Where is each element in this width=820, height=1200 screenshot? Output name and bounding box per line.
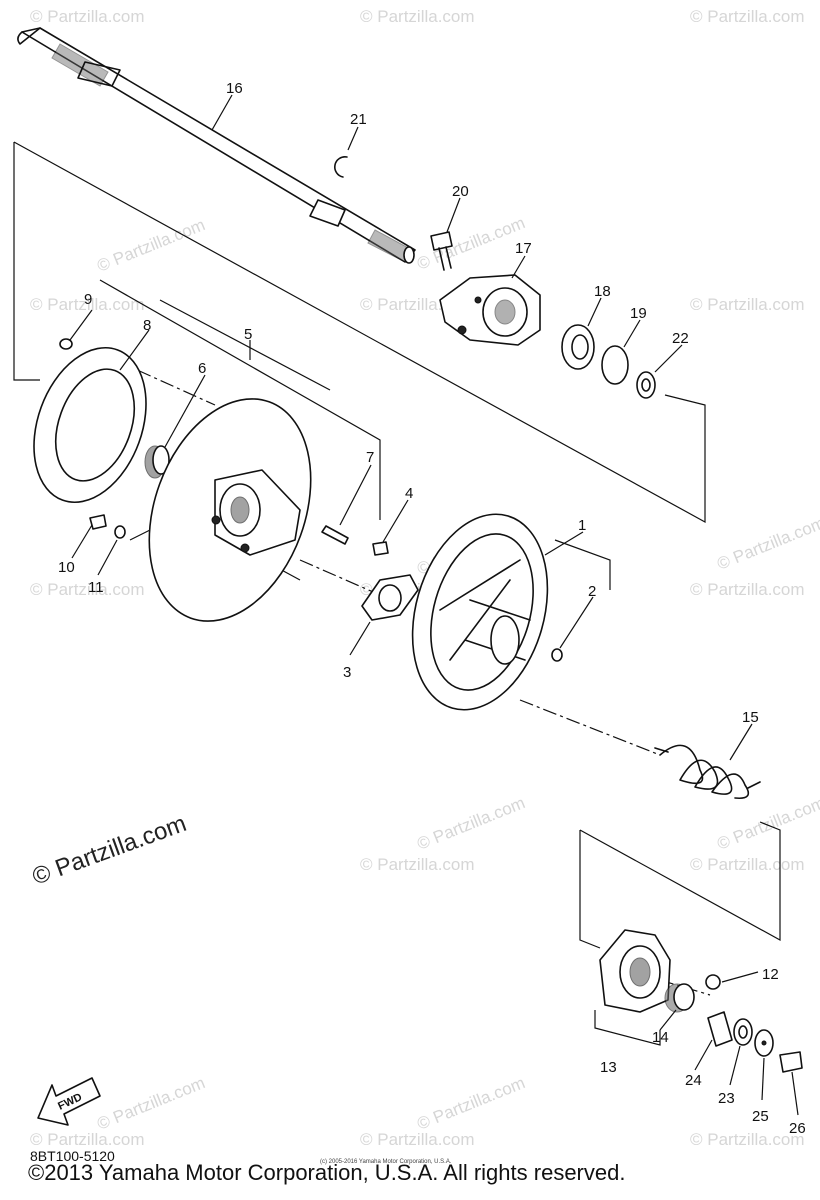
washer [754,1029,774,1057]
callout-3: 3 [343,664,351,681]
bolt [372,541,389,556]
bolt [779,1051,803,1073]
callout-1: 1 [578,517,586,534]
pin [321,525,349,545]
callout-22: 22 [672,330,689,347]
circlip [334,156,348,178]
callout-6: 6 [198,360,206,377]
bolt [430,231,453,271]
leader-lines [69,94,799,1116]
watermark-large: © Partzilla.com [29,810,190,891]
watermark: © Partzilla.com [94,215,207,276]
bearing [561,324,595,370]
bearing-housing [439,274,541,346]
watermark: © Partzilla.com [360,7,475,26]
callout-7: 7 [366,449,374,466]
callout-9: 9 [84,291,92,308]
callout-23: 23 [718,1090,735,1107]
watermark: © Partzilla.com [690,580,805,599]
watermark: © Partzilla.com [414,793,527,854]
callout-24: 24 [685,1072,702,1089]
copyright-notice: ©2013 Yamaha Motor Corporation, U.S.A. A… [28,1160,626,1185]
screw [551,648,563,662]
callout-18: 18 [594,283,611,300]
watermark: © Partzilla.com [30,580,145,599]
watermark: © Partzilla.com [690,295,805,314]
watermark: © Partzilla.com [360,1130,475,1149]
callout-8: 8 [143,317,151,334]
watermark: © Partzilla.com [30,7,145,26]
collar [144,445,170,479]
callout-16: 16 [226,80,243,97]
callout-21: 21 [350,111,367,128]
callout-20: 20 [452,183,469,200]
watermark: © Partzilla.com [94,1073,207,1134]
callout-25: 25 [752,1108,769,1125]
watermark: © Partzilla.com [414,1073,527,1134]
fwd-arrow-icon: FWD [37,1077,101,1126]
callout-5: 5 [244,326,252,343]
washer [733,1018,753,1046]
callout-numbers: 1 2 3 4 5 6 7 8 9 10 11 12 13 14 15 16 1… [58,80,806,1137]
watermark: © Partzilla.com [690,1130,805,1149]
washer [114,525,126,539]
callout-4: 4 [405,485,413,502]
watermark: © Partzilla.com [714,793,820,854]
callout-17: 17 [515,240,532,257]
snap-ring [601,345,629,385]
case-cover [599,929,671,1013]
diagram-code: 8BT100-5120 [30,1148,115,1164]
bolt [89,514,107,530]
small-copyright: (c) 2005-2016 Yamaha Motor Corporation, … [320,1159,452,1165]
watermark: © Partzilla.com [360,855,475,874]
sheave [148,398,312,622]
watermark: © Partzilla.com [690,7,805,26]
callout-13: 13 [600,1059,617,1076]
screw [59,338,73,350]
gasket [361,574,419,621]
collar [707,1011,733,1047]
spring [654,744,761,800]
callout-15: 15 [742,709,759,726]
watermark: © Partzilla.com [30,295,145,314]
watermark: © Partzilla.com [414,213,527,274]
callout-14: 14 [652,1029,669,1046]
callout-10: 10 [58,559,75,576]
nut [705,974,721,990]
callout-12: 12 [762,966,779,983]
washer [636,371,656,399]
cover-plate [33,346,147,504]
callout-11: 11 [88,579,104,596]
sheave-assembly [411,513,549,711]
bushing [664,983,695,1013]
watermark: © Partzilla.com [714,513,820,574]
callout-26: 26 [789,1120,806,1137]
secondary-shaft [17,27,416,264]
watermark: © Partzilla.com [30,1130,145,1149]
callout-19: 19 [630,305,647,322]
callout-2: 2 [588,583,596,600]
watermark: © Partzilla.com [690,855,805,874]
